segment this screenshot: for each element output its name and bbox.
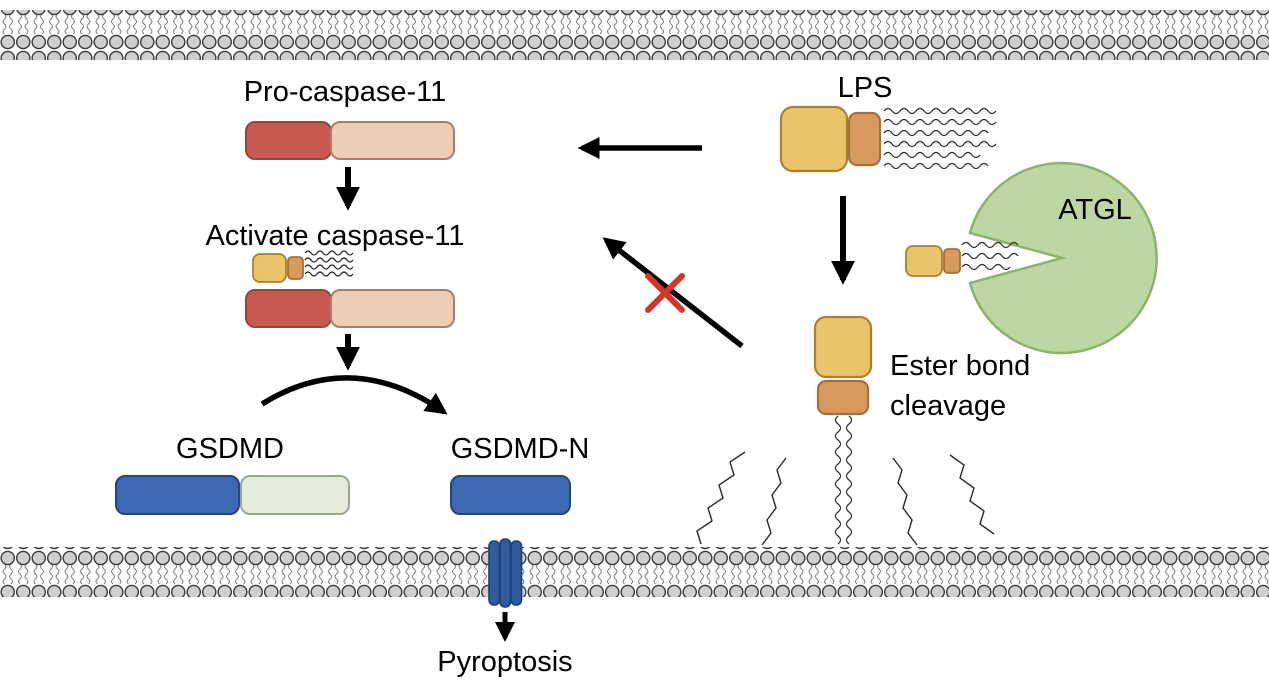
gsdmd-molecule — [115, 475, 350, 515]
ester-bond-label-line1: Ester bond — [890, 350, 1031, 382]
gsdmd-n-label: GSDMD-N — [450, 433, 590, 465]
activate-caspase11-label: Activate caspase-11 — [205, 220, 465, 252]
free-fatty-acid-tails — [696, 451, 995, 546]
bottom-membrane-bilayer — [0, 547, 1269, 597]
gsdmd-label: GSDMD — [176, 433, 284, 465]
lps-acyl-squiggles — [883, 107, 997, 170]
membrane-pore — [488, 538, 523, 608]
inhibition-x-icon — [645, 273, 685, 313]
gsdmd-n-molecule — [450, 475, 571, 515]
cleaved-lps-molecule — [813, 315, 873, 545]
lps-molecule — [779, 105, 997, 173]
lps-acyl-squiggles — [961, 241, 1019, 271]
lps-acyl-squiggles — [304, 250, 354, 277]
activated-caspase11-molecule — [245, 289, 455, 328]
blocked-activation-arrow — [602, 237, 744, 349]
lps-label: LPS — [837, 72, 893, 104]
cleaved-lps-tails — [834, 415, 853, 545]
lps-bound-fragment — [252, 250, 354, 283]
top-membrane-bilayer — [0, 10, 1269, 60]
ester-bond-label-line2: cleavage — [890, 390, 1007, 422]
lps-fragment-at-atgl — [905, 241, 1019, 277]
pro-caspase11-label: Pro-caspase-11 — [243, 76, 447, 108]
arrow-gsdmd-cleavage — [260, 375, 448, 415]
pro-caspase11-molecule — [245, 121, 455, 160]
atgl-enzyme — [968, 161, 1158, 355]
pyroptosis-label: Pyroptosis — [437, 646, 573, 678]
atgl-label: ATGL — [1058, 194, 1132, 226]
